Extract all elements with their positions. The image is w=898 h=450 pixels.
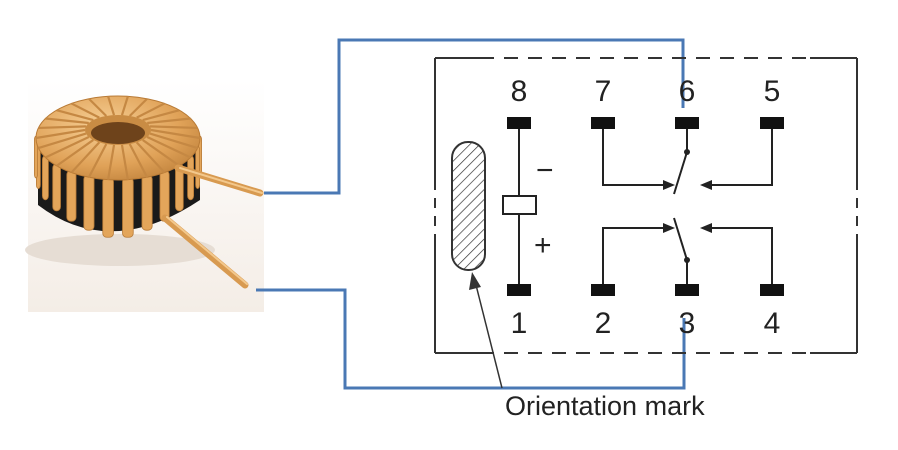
pin-label-6: 6: [679, 75, 696, 108]
pad-5: [760, 117, 784, 129]
wire-to-pin-3: [256, 288, 686, 390]
pin-label-5: 5: [764, 75, 781, 108]
pin-label-7: 7: [595, 75, 612, 108]
switch-lower: [602, 217, 773, 284]
pin-label-3: 3: [679, 307, 696, 340]
pin-label-2: 2: [595, 307, 612, 340]
connection-wires: [256, 38, 686, 390]
pad-2: [591, 284, 615, 296]
orientation-mark: [451, 141, 486, 271]
pad-3: [675, 284, 699, 296]
relay-coil: [502, 129, 537, 284]
relay-schematic: [434, 57, 858, 354]
pad-8: [507, 117, 531, 129]
coil-plus-sign: +: [534, 229, 552, 262]
toroidal-inductor-image: [25, 80, 264, 312]
wire-to-pin-6: [264, 38, 685, 195]
orientation-label: Orientation mark: [505, 391, 705, 421]
pad-7: [591, 117, 615, 129]
coil-minus-sign: −: [536, 154, 554, 187]
orientation-pointer: [469, 272, 503, 389]
pin-label-1: 1: [511, 307, 528, 340]
switch-upper: [602, 129, 773, 195]
pad-6: [675, 117, 699, 129]
pad-4: [760, 284, 784, 296]
pin-pads: [507, 117, 784, 296]
pin-label-8: 8: [511, 75, 528, 108]
pad-1: [507, 284, 531, 296]
pin-label-4: 4: [764, 307, 781, 340]
